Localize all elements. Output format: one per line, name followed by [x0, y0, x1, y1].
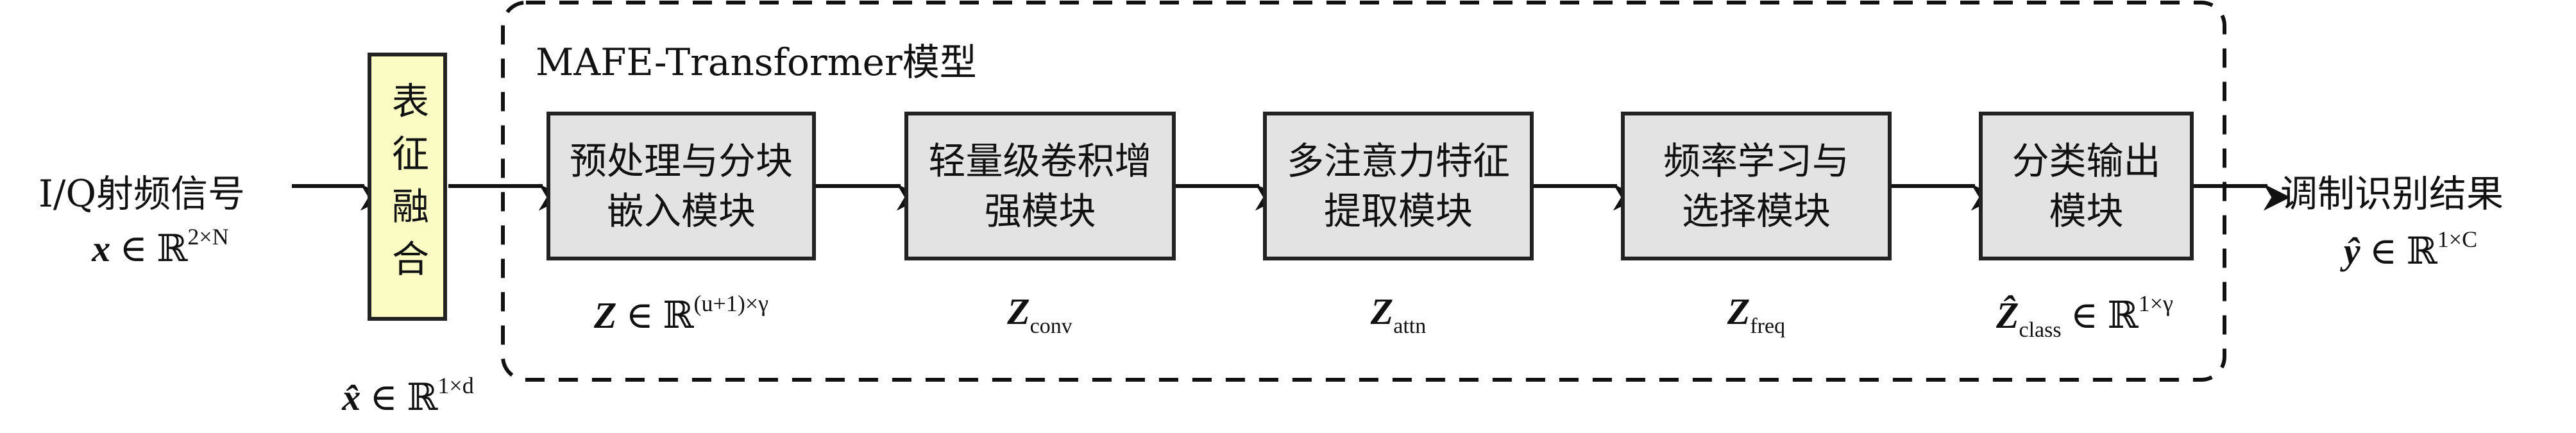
- input-label: I/Q射频信号: [38, 172, 246, 216]
- module4-var: Z: [1727, 291, 1750, 332]
- module5-dim: 1×γ: [2138, 291, 2173, 316]
- module-label-line1: 多注意力特征: [1286, 139, 1510, 183]
- fusion-set: ∈ ℝ: [369, 377, 438, 418]
- module-label-line2: 选择模块: [1681, 189, 1831, 233]
- input-set: ∈ ℝ: [119, 228, 188, 269]
- fusion-label: 表征融合: [386, 81, 429, 292]
- module2-var: Z: [1007, 291, 1030, 332]
- module4-math: Zfreq: [1727, 290, 1785, 339]
- output-dim: 1×C: [2437, 226, 2478, 252]
- module-label-line1: 预处理与分块: [569, 139, 793, 183]
- model-title: MAFE-Transformer模型: [536, 40, 977, 84]
- module-label-line2: 模块: [2049, 189, 2124, 233]
- module5-set: ∈ ℝ: [2071, 294, 2139, 336]
- module3-math: Zattn: [1371, 290, 1426, 339]
- module-multi-attention: 多注意力特征提取模块: [1263, 112, 1534, 260]
- module1-var: Z: [593, 294, 617, 336]
- output-label: 调制识别结果: [2280, 172, 2504, 216]
- module-label-line2: 提取模块: [1323, 189, 1473, 233]
- module2-math: Zconv: [1007, 290, 1072, 339]
- fusion-block: 表征融合: [368, 53, 447, 321]
- module-label-line1: 轻量级卷积增: [928, 139, 1152, 183]
- module2-sub: conv: [1030, 314, 1072, 338]
- fusion-math: x̂ ∈ ℝ1×d: [342, 372, 473, 419]
- output-math: ŷ ∈ ℝ1×C: [2344, 226, 2477, 273]
- model-boundary: [501, 1, 2226, 382]
- module3-var: Z: [1370, 291, 1394, 332]
- fusion-dim: 1×d: [437, 373, 474, 398]
- module-label-line2: 嵌入模块: [606, 189, 756, 233]
- module3-sub: attn: [1393, 314, 1427, 338]
- module5-sub: class: [2019, 318, 2062, 342]
- fusion-var: x̂: [342, 377, 361, 418]
- input-math: x ∈ ℝ2×N: [92, 223, 228, 270]
- module-classification-output: 分类输出模块: [1979, 112, 2194, 260]
- output-var: ŷ: [2343, 230, 2360, 272]
- module-label-line1: 频率学习与: [1663, 139, 1849, 183]
- module1-dim: (u+1)×γ: [693, 291, 769, 316]
- module-label-line2: 强模块: [984, 189, 1096, 233]
- module5-math: Ẑclass ∈ ℝ1×γ: [1996, 290, 2173, 343]
- module-conv-enhance: 轻量级卷积增强模块: [904, 112, 1176, 260]
- module4-sub: freq: [1750, 314, 1786, 338]
- module5-var: Ẑ: [1996, 294, 2019, 336]
- module-frequency-selection: 频率学习与选择模块: [1621, 112, 1892, 260]
- module-label-line1: 分类输出: [2012, 139, 2161, 183]
- module1-math: Z ∈ ℝ(u+1)×γ: [594, 290, 768, 337]
- module-preprocess-embedding: 预处理与分块嵌入模块: [547, 112, 816, 260]
- input-dim: 2×N: [187, 224, 229, 250]
- module1-set: ∈ ℝ: [625, 294, 694, 336]
- input-var: x: [92, 228, 111, 269]
- output-set: ∈ ℝ: [2369, 230, 2437, 272]
